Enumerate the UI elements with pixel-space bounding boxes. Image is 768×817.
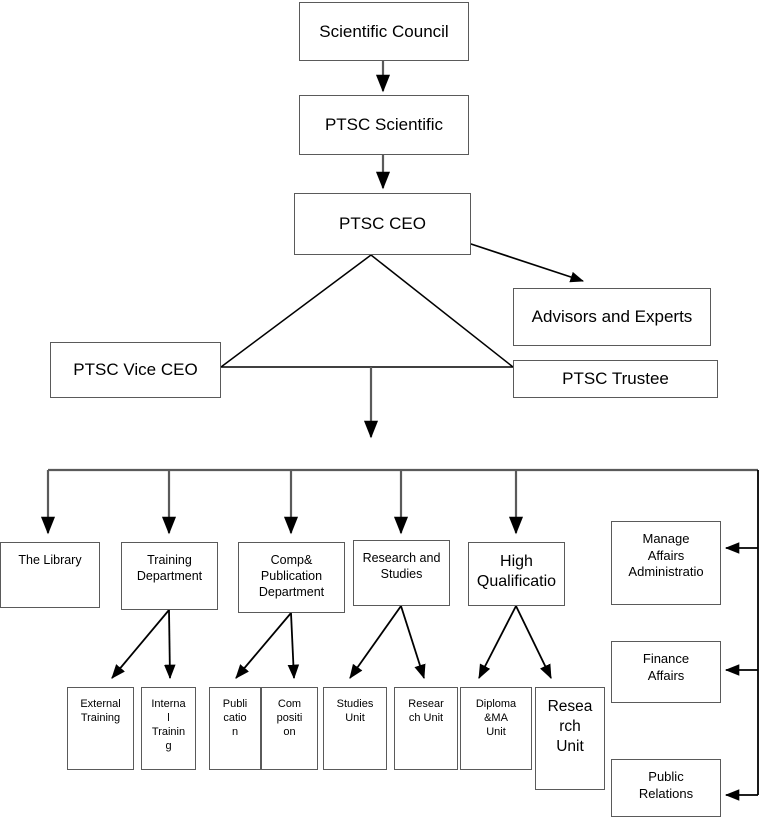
connector-training-to-external <box>111 609 170 679</box>
node-scientific-council[interactable]: Scientific Council <box>299 2 469 61</box>
node-research-unit-studies[interactable]: Resear ch Unit <box>394 687 458 770</box>
connector-highqual-to-research-unit <box>515 605 552 679</box>
node-ptsc-ceo[interactable]: PTSC CEO <box>294 193 471 255</box>
connector-comp-to-composition <box>287 612 300 680</box>
node-ptsc-scientific[interactable]: PTSC Scientific <box>299 95 469 155</box>
node-research-and-studies[interactable]: Research and Studies <box>353 540 450 606</box>
connector-ceo-to-advisors <box>467 242 584 283</box>
connector-ceo-to-vice-ceo <box>220 254 372 368</box>
connector-highqual-to-diploma <box>478 605 517 679</box>
connector-research-to-studies-unit <box>349 605 402 679</box>
node-training-department[interactable]: Training Department <box>121 542 218 610</box>
connector-comp-to-publication <box>235 612 292 679</box>
node-ptsc-vice-ceo[interactable]: PTSC Vice CEO <box>50 342 221 398</box>
connector-research-to-research-unit <box>400 605 426 680</box>
connector-training-to-internal <box>164 609 176 680</box>
node-finance-affairs[interactable]: Finance Affairs <box>611 641 721 703</box>
node-advisors-and-experts[interactable]: Advisors and Experts <box>513 288 711 346</box>
node-comp-publication-department[interactable]: Comp& Publication Department <box>238 542 345 613</box>
node-the-library[interactable]: The Library <box>0 542 100 608</box>
node-external-training[interactable]: External Training <box>67 687 134 770</box>
node-studies-unit[interactable]: Studies Unit <box>323 687 387 770</box>
node-diploma-ma-unit[interactable]: Diploma &MA Unit <box>460 687 532 770</box>
node-internal-training[interactable]: Interna l Trainin g <box>141 687 196 770</box>
node-public-relations[interactable]: Public Relations <box>611 759 721 817</box>
node-ptsc-trustee[interactable]: PTSC Trustee <box>513 360 718 398</box>
node-high-qualification[interactable]: High Qualificatio <box>468 542 565 606</box>
node-research-unit-high-qualification[interactable]: Resea rch Unit <box>535 687 605 790</box>
node-composition[interactable]: Com positi on <box>261 687 318 770</box>
connector-ceo-to-trustee <box>370 254 514 368</box>
node-publication[interactable]: Publi catio n <box>209 687 261 770</box>
node-manage-affairs-administration[interactable]: Manage Affairs Administratio <box>611 521 721 605</box>
